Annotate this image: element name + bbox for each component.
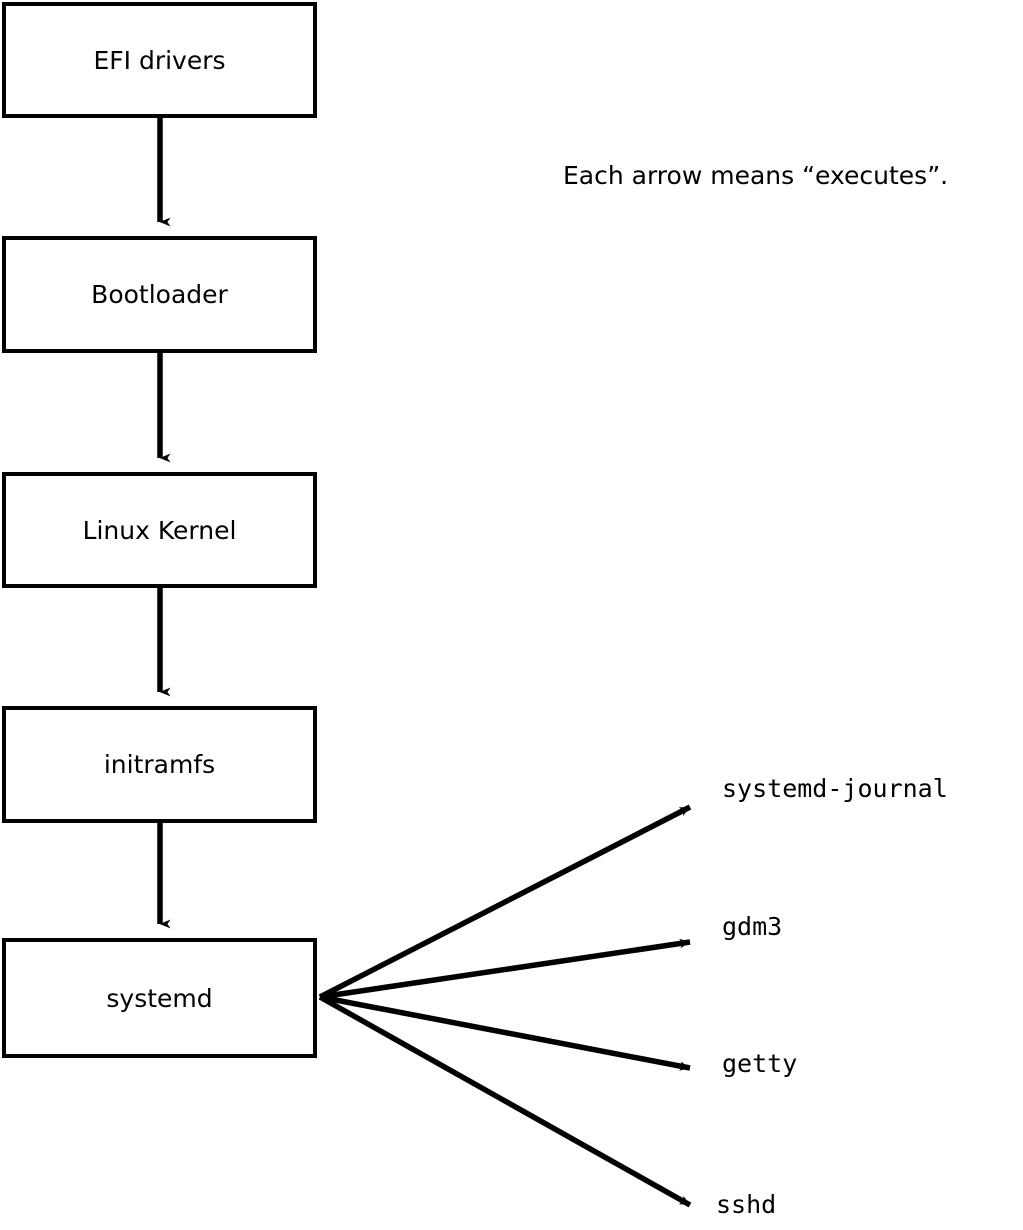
node-bootloader: Bootloader: [2, 236, 317, 353]
leaf-label-gdm3: gdm3: [722, 912, 783, 941]
node-systemd: systemd: [2, 938, 317, 1058]
arrow-systemd-to-getty: [319, 994, 691, 1071]
arrow-systemd-to-systemd-journal: [318, 804, 692, 1000]
node-initramfs: initramfs: [2, 706, 317, 823]
node-label-linux-kernel: Linux Kernel: [82, 515, 237, 545]
leaf-label-getty: getty: [722, 1049, 798, 1078]
node-label-efi-drivers: EFI drivers: [93, 45, 226, 75]
node-linux-kernel: Linux Kernel: [2, 472, 317, 588]
arrow-systemd-to-sshd: [318, 994, 692, 1208]
node-label-systemd: systemd: [106, 983, 213, 1013]
leaf-label-systemd-journal: systemd-journal: [722, 774, 948, 803]
leaf-label-sshd: sshd: [716, 1190, 777, 1219]
fanout-arrows: [318, 804, 692, 1208]
arrow-systemd-to-gdm3: [319, 938, 691, 1000]
node-efi-drivers: EFI drivers: [2, 2, 317, 118]
legend-annotation: Each arrow means “executes”.: [563, 161, 949, 190]
node-label-bootloader: Bootloader: [91, 280, 228, 309]
node-label-initramfs: initramfs: [103, 750, 216, 779]
